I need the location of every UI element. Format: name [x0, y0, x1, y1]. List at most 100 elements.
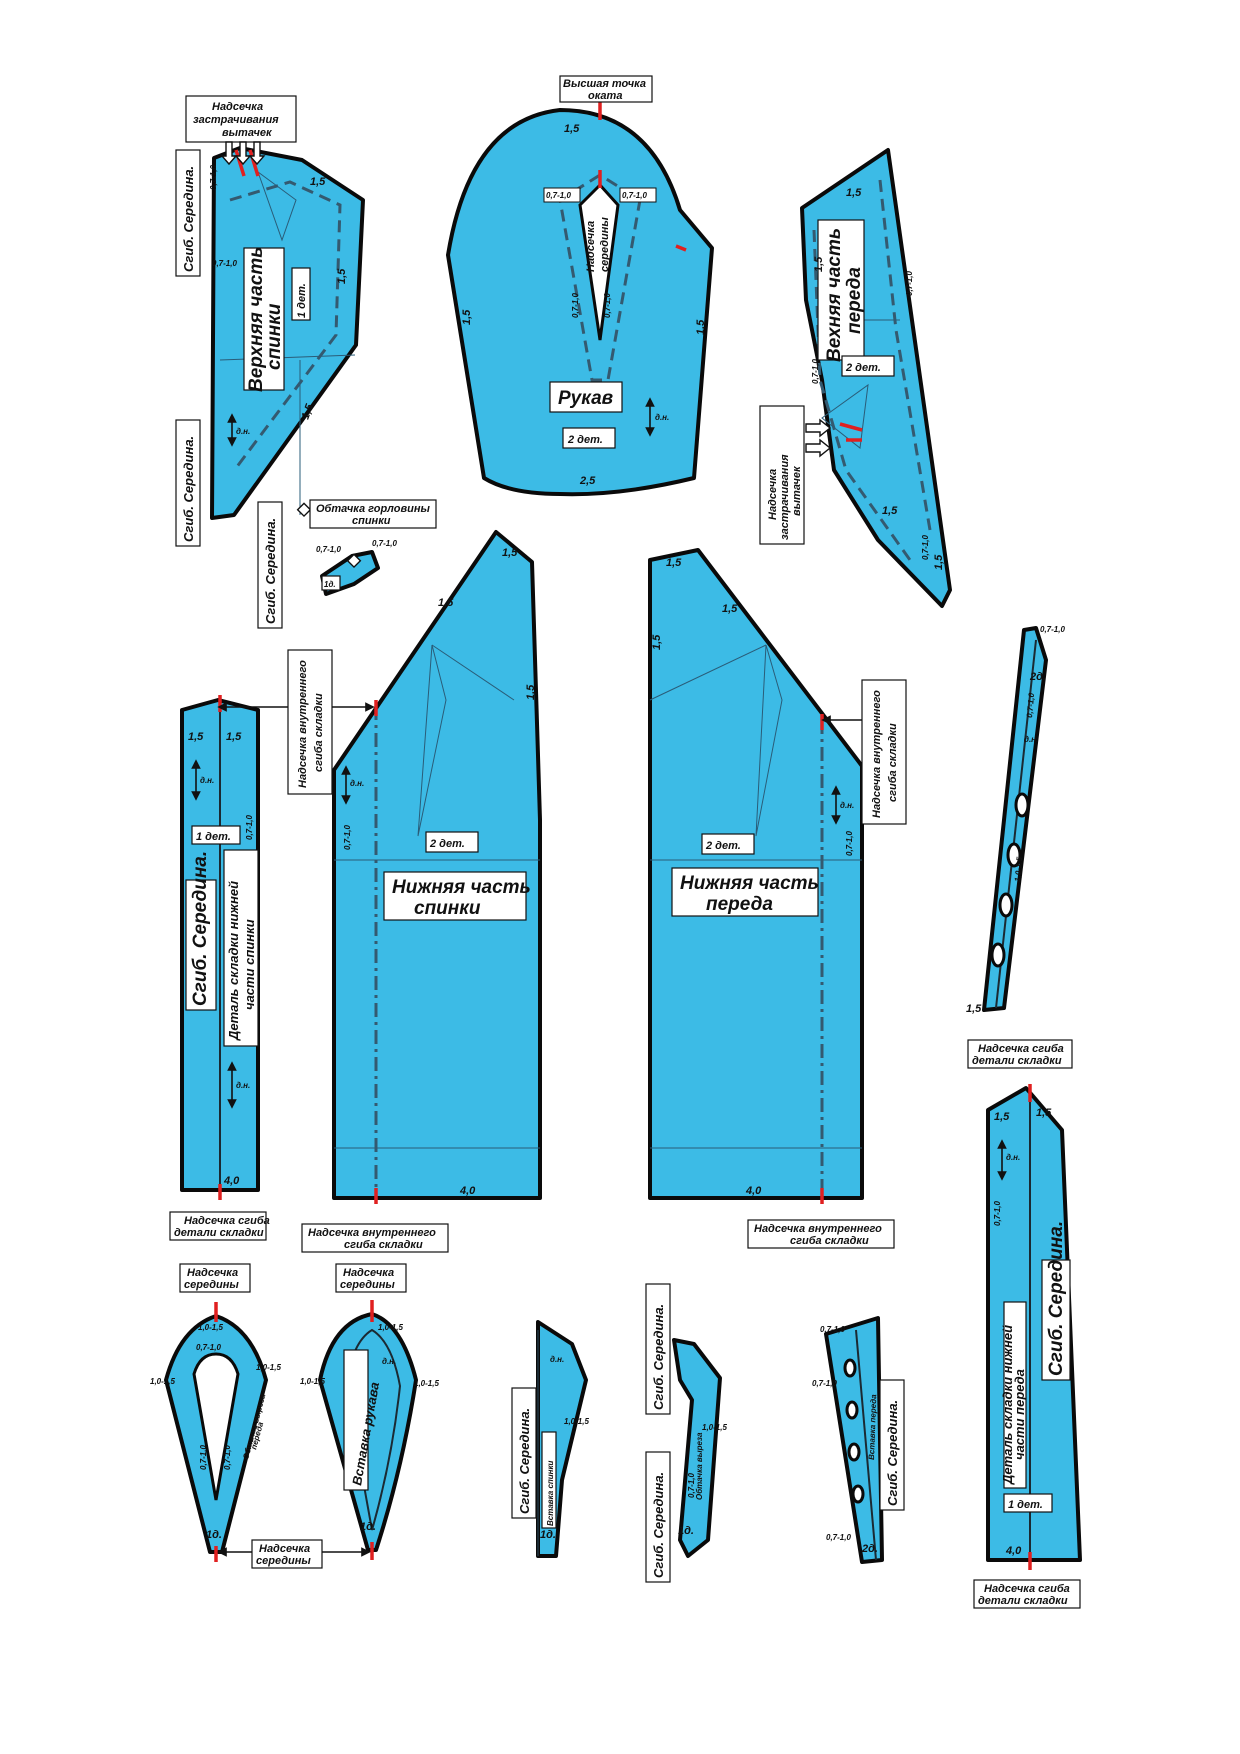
bi-grain: д.н.	[550, 1355, 564, 1364]
mn-2b: середины	[340, 1279, 395, 1291]
mn-box-2	[335, 1263, 407, 1293]
lb-title-2: спинки	[414, 898, 481, 919]
notch-dart-front-2: застрачивания	[779, 454, 791, 540]
lf-title-1: Нижняя часть	[680, 873, 819, 894]
fp-fold: Сгиб. Середина.	[1046, 1221, 1067, 1376]
ub-allow-3: 1,5	[300, 402, 317, 421]
lf-inner-notch-1: Надсечка внутреннего	[871, 690, 883, 818]
bp-grain-1: д.н.	[200, 776, 214, 785]
neck-facing-1: Обтачка горловины	[316, 503, 430, 515]
fi-allow-07c: 0,7-1,0	[826, 1533, 851, 1542]
lb-count: 2 дет.	[429, 838, 465, 850]
fs-allow-1015: 1,0-1,5	[1013, 856, 1024, 882]
lb-allow-2: 1,5	[438, 597, 454, 609]
lb-inner-notch-box	[287, 649, 333, 795]
lb-inner-notch-2: сгиба складки	[313, 693, 325, 772]
fp-notch-bottom-1: Надсечка сгиба	[984, 1583, 1070, 1595]
ff-allow: 1,0-1,5	[702, 1423, 727, 1432]
nl-allow-2: 1,0-1,5	[150, 1377, 175, 1386]
bp-allow-07: 0,7-1,0	[245, 815, 254, 840]
fs-allow-07a: 0,7-1,0	[1040, 625, 1065, 634]
bp-title-2: части спинки	[242, 919, 257, 1010]
lb-allow-4: 4,0	[459, 1185, 476, 1197]
fp-allow-1: 1,5	[994, 1111, 1010, 1123]
fp-count: 1 дет.	[1008, 1499, 1043, 1511]
mn-box-1	[179, 1263, 251, 1293]
lower-front-piece: 2 дет. Нижняя часть переда 1,5 1,5 1,5 4…	[648, 548, 864, 1204]
uf-allow-07a: 0,7-1,0	[905, 271, 914, 296]
ub-allow-07b: 0,7-1,0	[212, 259, 237, 268]
sleeve-allow-07c: 0,7-1,0	[571, 293, 580, 318]
sleeve-hole-label-1: Надсечка	[585, 221, 597, 272]
lower-back-piece: 2 дет. Нижняя часть спинки 1,5 1,5 1,5 4…	[332, 530, 542, 1204]
mn-box-3	[251, 1539, 323, 1569]
fp-notch-top-1: Надсечка сгиба	[978, 1043, 1064, 1055]
notch-dart-front-3: вытачек	[791, 465, 803, 516]
neck-facing-2: спинки	[352, 515, 391, 527]
back-insert-piece: Вставка спинки 1,0-1,5 1д. д.н.	[536, 1320, 589, 1558]
lb-notch-1: Надсечка внутреннего	[308, 1227, 436, 1239]
top-point-label-2: оката	[588, 90, 622, 102]
front-strip-piece: 0,7-1,0 0,7-1,0 1,0-1,5 2д. 1,5 д.н.	[966, 625, 1065, 1015]
bp-fold: Сгиб. Середина.	[190, 851, 211, 1006]
fp-notch-bottom-2: детали складки	[978, 1595, 1068, 1607]
sleeve-title-box	[549, 381, 623, 413]
lf-title-2: переда	[706, 894, 773, 915]
lf-count: 2 дет.	[705, 840, 741, 852]
fs-grain: д.н.	[1024, 735, 1038, 744]
lb-notch-2: сгиба складки	[344, 1239, 423, 1251]
nf-fold: Сгиб. Середина.	[263, 518, 278, 624]
top-point-box	[559, 75, 653, 103]
lf-notch-box	[747, 1219, 895, 1249]
fi-title: Вставка переда	[867, 1394, 878, 1460]
si-grain: д.н.	[382, 1357, 396, 1366]
uf-allow-07c: 0,7-1,0	[921, 535, 930, 560]
ub-grain: д.н.	[236, 427, 250, 436]
ub-allow-1: 1,5	[310, 176, 326, 188]
ff-title-1: Обтачка выреза	[695, 1432, 704, 1500]
si-count: 1д.	[360, 1521, 376, 1533]
si-allow-2: 1,0-1,5	[300, 1377, 325, 1386]
upper-back-title-1: Верхняя часть	[246, 246, 267, 392]
lf-allow-3: 1,5	[651, 634, 663, 650]
upper-back-title-2: спинки	[264, 303, 285, 370]
upper-front-title-1: Вехняя часть	[824, 228, 845, 362]
sleeve-title: Рукав	[558, 388, 613, 409]
lf-notch-1: Надсечка внутреннего	[754, 1223, 882, 1235]
lf-inner-notch-2: сгиба складки	[887, 723, 899, 802]
lf-grain: д.н.	[840, 801, 854, 810]
nf-allow-a: 0,7-1,0	[316, 545, 341, 554]
fp-grain: д.н.	[1006, 1153, 1020, 1162]
notch-dart-front-1: Надсечка	[767, 469, 779, 520]
nl-count: 1д.	[206, 1529, 222, 1541]
notch-dart-2: застрачивания	[193, 114, 279, 126]
nl-allow-07b: 0,7-1,0	[199, 1445, 208, 1470]
ff-allow-07: 0,7-1,0	[687, 1473, 696, 1498]
mn-1a: Надсечка	[187, 1267, 238, 1279]
lb-grain: д.н.	[350, 779, 364, 788]
fs-count: 2д.	[1029, 671, 1046, 683]
upper-back-count: 1 дет.	[296, 283, 308, 318]
bi-title: Вставка спинки	[546, 1460, 555, 1526]
neck-facing-count: 1д.	[324, 580, 336, 589]
notch-dart-box	[185, 95, 297, 143]
sleeve-allow-top: 1,5	[564, 123, 580, 135]
ff-count: 1д.	[678, 1525, 694, 1537]
fp-notch-bottom-box	[973, 1579, 1081, 1609]
neck-facing-box	[309, 499, 437, 529]
uf-allow-2: 1,5	[813, 256, 825, 272]
ub-fold-2: Сгиб. Середина.	[181, 436, 196, 542]
nl-allow-07a: 0,7-1,0	[196, 1343, 221, 1352]
mn-2a: Надсечка	[343, 1267, 394, 1279]
ub-allow-07a: 0,7-1,0	[209, 165, 218, 190]
sleeve-insert-piece: Вставка рукава 1,0-1,5 1,0-1,5 1,0-1,5 1…	[300, 1300, 439, 1560]
uf-allow-4: 1,5	[933, 554, 945, 570]
bi-count: 1д.	[540, 1529, 556, 1541]
fp-notch-top-2: детали складки	[972, 1055, 1062, 1067]
fp-notch-top-box	[967, 1039, 1073, 1069]
front-pleat-piece: 1,5 1,5 4,0 Деталь складки нижней части …	[986, 1084, 1082, 1570]
sleeve-allow-07b: 0,7-1,0	[622, 191, 647, 200]
sleeve-count: 2 дет.	[567, 434, 603, 446]
front-facing-strip-piece: 1,0-1,5 0,7-1,0 Обтачка выреза 1д.	[672, 1338, 727, 1558]
ub-fold-box-1	[175, 149, 201, 277]
